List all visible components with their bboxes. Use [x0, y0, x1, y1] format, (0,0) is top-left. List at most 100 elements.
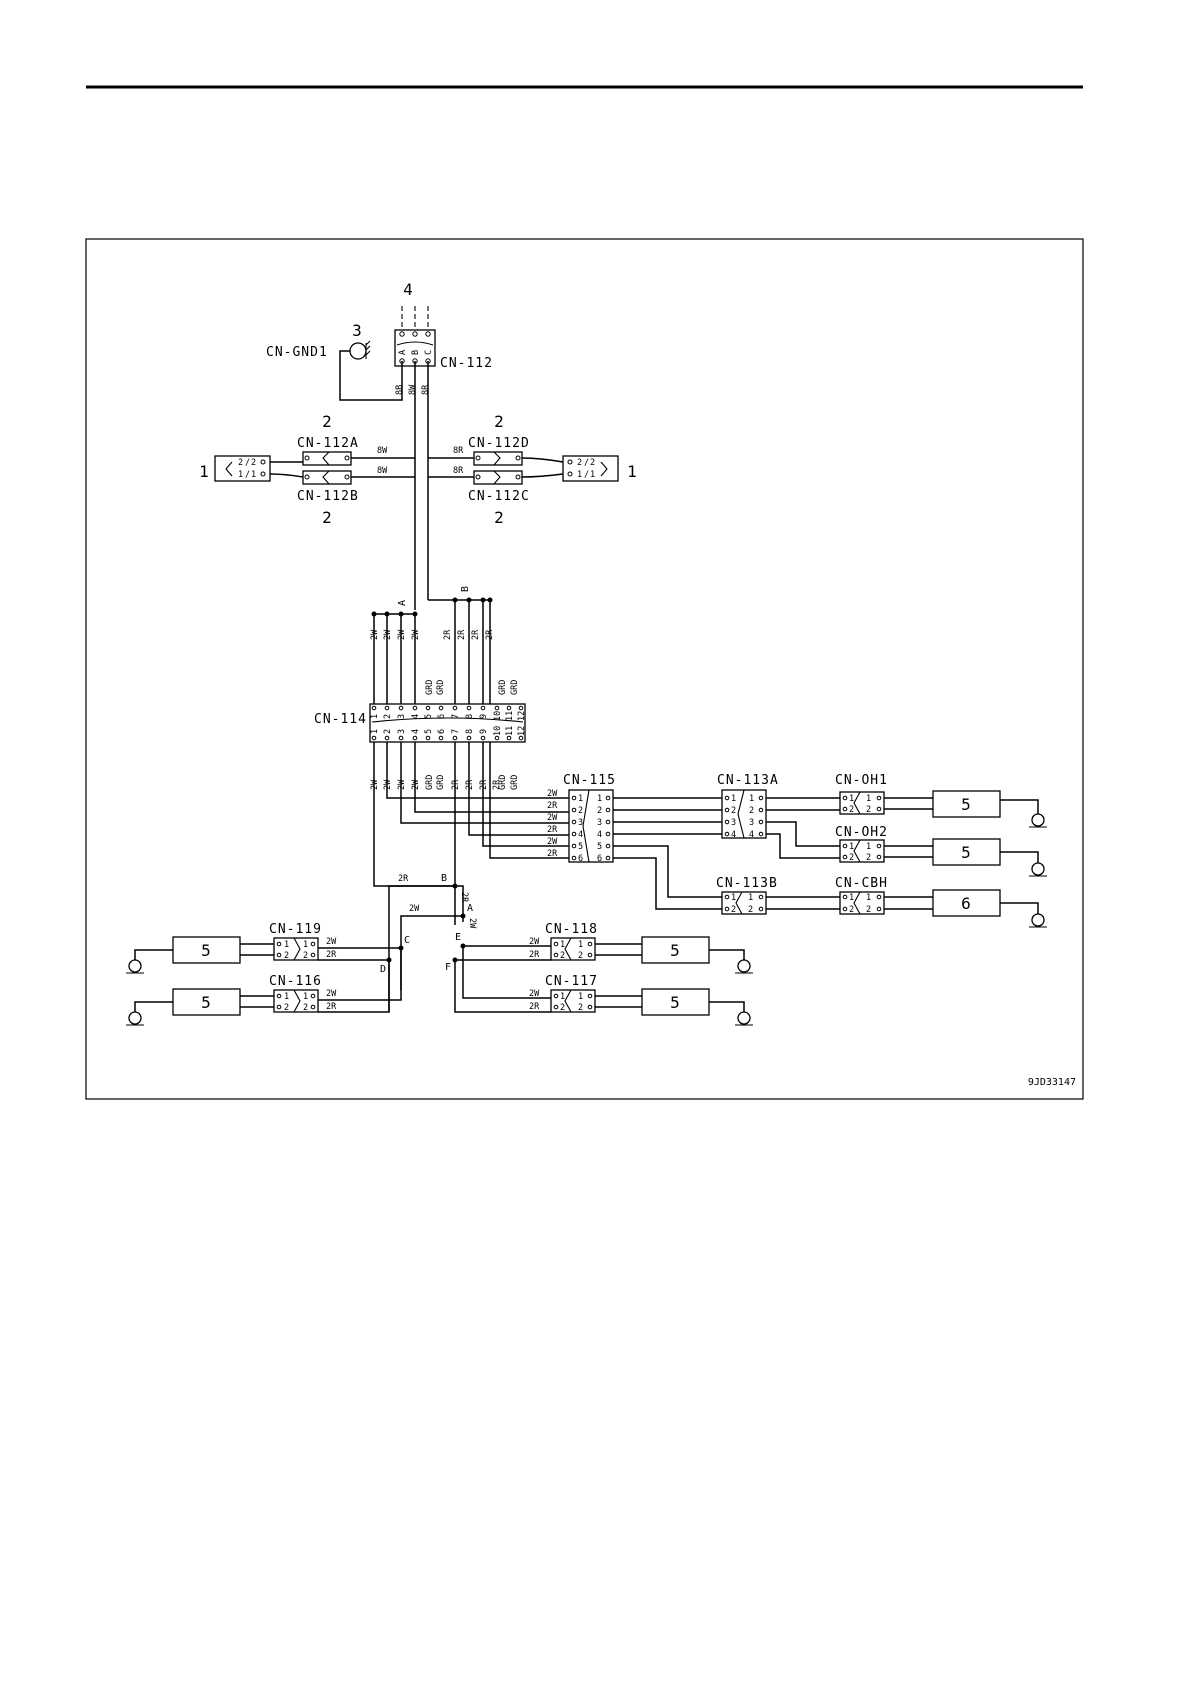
- svg-text:GRD: GRD: [425, 680, 435, 695]
- svg-text:2R: 2R: [326, 950, 337, 960]
- callout-1-right: 1: [627, 462, 637, 481]
- svg-text:E: E: [455, 932, 461, 943]
- svg-text:2W: 2W: [383, 629, 393, 640]
- svg-text:2W: 2W: [383, 779, 393, 790]
- svg-text:2: 2: [238, 458, 243, 468]
- svg-text:2: 2: [866, 853, 871, 863]
- svg-text:1: 1: [849, 893, 854, 903]
- cn-113b-connector: [721, 891, 767, 915]
- cn-114-group: CN-114 1 2 3 4 5 6 7 8 9 10 11 12 1 2 3 …: [314, 703, 527, 743]
- svg-text:2: 2: [849, 805, 854, 815]
- svg-text:8R: 8R: [453, 466, 464, 476]
- svg-text:5: 5: [961, 795, 971, 814]
- svg-text:GRD: GRD: [510, 680, 520, 695]
- svg-text:2W: 2W: [397, 629, 407, 640]
- cn-115-connector: [568, 789, 614, 863]
- cn-119-label: CN-119: [269, 922, 322, 937]
- cn-118-connector: [550, 937, 596, 961]
- svg-text:1: 1: [731, 893, 736, 903]
- cn-116-connector: [273, 989, 319, 1013]
- sensor-5-118: [641, 936, 710, 964]
- svg-text:2R: 2R: [479, 779, 489, 790]
- cn-gnd1-group: CN-GND1 3: [266, 321, 403, 401]
- ground-oh2: [1031, 862, 1045, 876]
- callout-2-d: 2: [494, 412, 504, 431]
- svg-text:5: 5: [578, 842, 583, 852]
- svg-text:1: 1: [597, 794, 602, 804]
- svg-text:2: 2: [578, 1003, 583, 1013]
- svg-text:2W: 2W: [547, 813, 558, 823]
- svg-text:2R: 2R: [443, 629, 453, 640]
- svg-text:/: /: [245, 470, 250, 480]
- cn-112-label: CN-112: [440, 356, 493, 371]
- svg-text:1: 1: [284, 940, 289, 950]
- svg-text:C: C: [404, 935, 410, 946]
- svg-text:6: 6: [437, 714, 447, 719]
- svg-text:2: 2: [748, 905, 753, 915]
- callout-2-a: 2: [322, 412, 332, 431]
- cn-114-bottom-wire-labels: 2W 2W 2W 2W GRD GRD 2R 2R 2R 2R GRD GRD: [370, 775, 520, 790]
- cn-112a-112b-group: 2 CN-112A CN-112B 2 1 2/2 1/1 8W 8W: [199, 412, 415, 527]
- svg-text:2: 2: [578, 806, 583, 816]
- cn-gnd1-label: CN-GND1: [266, 345, 328, 360]
- ground-118: [737, 959, 751, 973]
- svg-text:9: 9: [479, 729, 489, 734]
- svg-text:8: 8: [465, 729, 475, 734]
- svg-text:/: /: [584, 470, 589, 480]
- svg-text:B: B: [441, 873, 447, 884]
- svg-text:5: 5: [201, 941, 211, 960]
- svg-text:8W: 8W: [377, 446, 388, 456]
- cn-113a-label: CN-113A: [717, 773, 779, 788]
- svg-text:B: B: [460, 586, 471, 592]
- diagram-frame: [85, 238, 1084, 1100]
- ground-119: [128, 959, 142, 973]
- svg-text:4: 4: [731, 830, 736, 840]
- svg-text:GRD: GRD: [498, 680, 508, 695]
- cn-112d-112c-group: 2 CN-112D CN-112C 2 2/2 1/1 1 8R 8R: [428, 412, 637, 527]
- svg-text:2R: 2R: [547, 825, 558, 835]
- svg-text:2: 2: [284, 951, 289, 961]
- svg-text:2: 2: [560, 1003, 565, 1013]
- svg-text:3: 3: [597, 818, 602, 828]
- sensor-5-116: [172, 988, 241, 1016]
- svg-text:2R: 2R: [398, 874, 409, 884]
- svg-text:A: A: [467, 903, 473, 914]
- svg-text:1: 1: [560, 992, 565, 1002]
- svg-text:C: C: [424, 350, 434, 355]
- svg-text:3: 3: [397, 714, 407, 719]
- svg-text:12: 12: [517, 726, 527, 736]
- svg-text:8R: 8R: [453, 446, 464, 456]
- sensor-5-oh1: [932, 790, 1001, 818]
- cn-112c-label: CN-112C: [468, 489, 530, 504]
- svg-text:D: D: [380, 964, 386, 975]
- svg-text:1: 1: [866, 893, 871, 903]
- svg-text:2: 2: [251, 458, 256, 468]
- svg-text:2R: 2R: [459, 892, 469, 903]
- svg-text:2: 2: [303, 1003, 308, 1013]
- svg-text:9: 9: [479, 714, 489, 719]
- svg-text:B: B: [411, 350, 421, 355]
- svg-text:10: 10: [493, 711, 503, 721]
- cn-oh1-connector: [839, 791, 885, 815]
- svg-text:5: 5: [961, 843, 971, 862]
- svg-text:8: 8: [465, 714, 475, 719]
- svg-text:2W: 2W: [397, 779, 407, 790]
- svg-text:/: /: [584, 458, 589, 468]
- svg-text:1: 1: [284, 992, 289, 1002]
- svg-text:6: 6: [578, 854, 583, 864]
- svg-text:1: 1: [578, 794, 583, 804]
- svg-text:8W: 8W: [408, 384, 418, 395]
- cn-118-label: CN-118: [545, 922, 598, 937]
- svg-text:4: 4: [411, 729, 421, 734]
- svg-text:5: 5: [670, 941, 680, 960]
- cn-oh1-label: CN-OH1: [835, 773, 888, 788]
- svg-text:2W: 2W: [326, 937, 337, 947]
- cn-114-label: CN-114: [314, 712, 367, 727]
- svg-text:1: 1: [578, 992, 583, 1002]
